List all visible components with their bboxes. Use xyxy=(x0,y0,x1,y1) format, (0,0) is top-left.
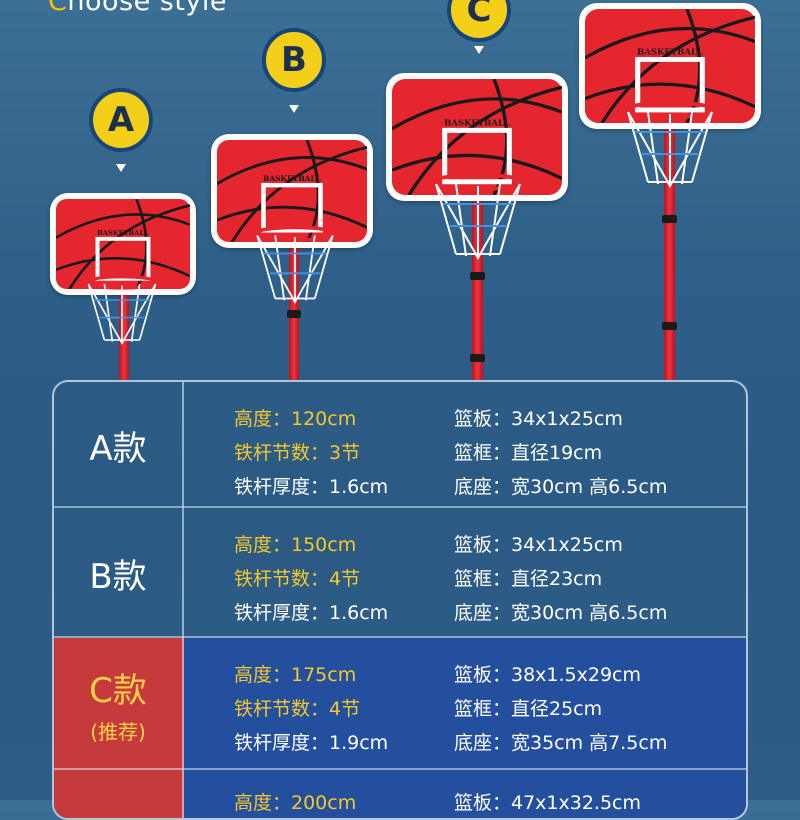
row-d[interactable]: 高度：200cm 篮板：47x1x32.5cm xyxy=(54,770,746,818)
pointer-c-icon xyxy=(474,46,484,54)
row-divider xyxy=(54,506,746,508)
row-d-height: 高度：200cm xyxy=(234,792,357,814)
row-c-height: 高度：175cm xyxy=(234,664,357,686)
hoop-c xyxy=(428,174,528,264)
row-c-thickness: 铁杆厚度：1.9cm xyxy=(234,732,389,754)
pole-d-clip-2 xyxy=(662,322,677,330)
pointer-b-icon xyxy=(289,105,299,113)
row-a-rim: 篮框：直径19cm xyxy=(454,442,603,464)
row-c-base: 底座：宽35cm 高7.5cm xyxy=(454,732,668,754)
pole-c xyxy=(472,188,483,380)
backboard-b-text: BASKETBALL xyxy=(263,174,322,183)
pointer-a-icon xyxy=(116,164,126,172)
row-divider xyxy=(54,768,746,770)
badge-c-label: C xyxy=(466,0,492,30)
hoop-d xyxy=(620,102,720,192)
hoop-a xyxy=(82,276,162,348)
backboard-d-text: BASKETBALL xyxy=(637,47,703,57)
pole-b-clip xyxy=(287,310,301,318)
row-b-label: B款 xyxy=(54,508,184,638)
backboard-c-text: BASKETBALL xyxy=(444,118,510,128)
badge-b[interactable]: B xyxy=(262,28,326,92)
hoop-b xyxy=(250,226,340,308)
row-a-label-text: A款 xyxy=(89,428,147,469)
row-c-label-text: C款 xyxy=(89,671,147,711)
row-b-height: 高度：150cm xyxy=(234,534,357,556)
pole-a xyxy=(119,282,129,380)
badge-a[interactable]: A xyxy=(89,88,153,152)
badge-a-label: A xyxy=(107,100,135,140)
row-divider xyxy=(54,636,746,638)
title-first-letter: C xyxy=(48,0,68,17)
title-rest: hoose style xyxy=(67,0,228,17)
row-a-thickness: 铁杆厚度：1.6cm xyxy=(234,476,389,498)
row-c-label: C款 (推荐) xyxy=(54,638,184,770)
spec-table: A款 高度：120cm 铁杆节数：3节 铁杆厚度：1.6cm 篮板：34x1x2… xyxy=(52,380,748,820)
backboard-c: BASKETBALL xyxy=(386,73,568,201)
row-b[interactable]: B款 高度：150cm 铁杆节数：4节 铁杆厚度：1.6cm 篮板：34x1x2… xyxy=(54,508,746,638)
row-b-sections: 铁杆节数：4节 xyxy=(234,568,361,590)
row-b-board: 篮板：34x1x25cm xyxy=(454,534,623,556)
pole-c-clip-1 xyxy=(470,272,485,280)
row-b-label-text: B款 xyxy=(89,556,147,597)
row-a-height: 高度：120cm xyxy=(234,408,357,430)
page-title: Choose style xyxy=(48,0,227,17)
row-b-thickness: 铁杆厚度：1.6cm xyxy=(234,602,389,624)
row-a-board: 篮板：34x1x25cm xyxy=(454,408,623,430)
row-b-rim: 篮框：直径23cm xyxy=(454,568,603,590)
pole-c-clip-2 xyxy=(470,354,485,362)
row-d-board: 篮板：47x1x32.5cm xyxy=(454,792,642,814)
row-a-label: A款 xyxy=(54,382,184,508)
row-a[interactable]: A款 高度：120cm 铁杆节数：3节 铁杆厚度：1.6cm 篮板：34x1x2… xyxy=(54,382,746,508)
pole-d-clip-1 xyxy=(662,215,677,223)
badge-b-label: B xyxy=(281,40,307,80)
row-d-label xyxy=(54,770,184,818)
badge-c[interactable]: C xyxy=(447,0,511,42)
backboard-a-text: BASKETBALL xyxy=(97,229,149,237)
row-b-base: 底座：宽30cm 高6.5cm xyxy=(454,602,668,624)
row-a-base: 底座：宽30cm 高6.5cm xyxy=(454,476,668,498)
row-c-board: 篮板：38x1.5x29cm xyxy=(454,664,642,686)
row-c[interactable]: C款 (推荐) 高度：175cm 铁杆节数：4节 铁杆厚度：1.9cm 篮板：3… xyxy=(54,638,746,770)
row-c-recommended: (推荐) xyxy=(90,720,146,744)
pole-d xyxy=(664,118,675,380)
row-c-rim: 篮框：直径25cm xyxy=(454,698,603,720)
row-a-sections: 铁杆节数：3节 xyxy=(234,442,361,464)
row-c-sections: 铁杆节数：4节 xyxy=(234,698,361,720)
backboard-d: BASKETBALL xyxy=(579,3,761,129)
